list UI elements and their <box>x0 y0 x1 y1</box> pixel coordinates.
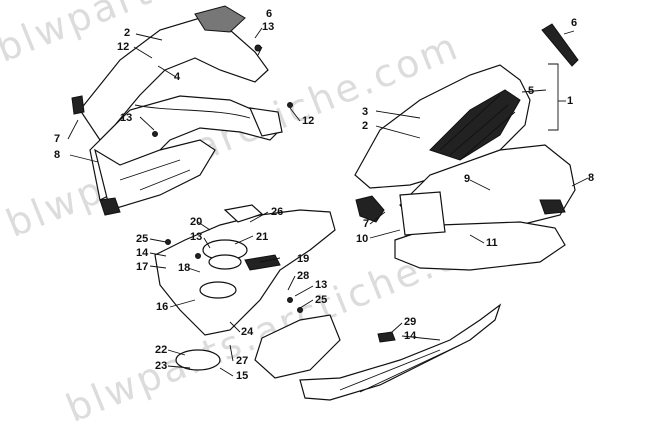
callout-14-left: 14 <box>136 247 149 259</box>
callout-6-left: 6 <box>266 8 273 20</box>
callout-13-mid: 13 <box>190 231 203 243</box>
callout-26: 26 <box>271 206 284 218</box>
leader-lines <box>67 27 589 377</box>
callout-24: 24 <box>241 326 254 338</box>
callout-2-right: 2 <box>362 120 369 132</box>
callout-12-top-left: 12 <box>117 41 130 53</box>
callout-4: 4 <box>174 71 181 83</box>
upper-left-hood-assembly <box>71 5 293 216</box>
callout-5: 5 <box>528 85 535 97</box>
parts-drawing <box>67 5 589 401</box>
callout-13-left: 13 <box>120 112 133 124</box>
callout-28: 28 <box>297 270 310 282</box>
upper-right-nose-assembly <box>354 23 579 271</box>
callout-13-top: 13 <box>262 21 275 33</box>
callout-9: 9 <box>464 173 471 185</box>
callout-18: 19 <box>297 253 310 265</box>
callout-8-right: 8 <box>588 172 595 184</box>
lower-left-belly-assembly <box>154 204 341 379</box>
callout-10: 10 <box>356 233 369 245</box>
callout-25-left: 25 <box>136 233 149 245</box>
callout-23: 15 <box>236 370 249 382</box>
callout-25-right: 25 <box>315 294 328 306</box>
callout-7-right: 7 <box>363 218 370 230</box>
callout-15: 16 <box>156 301 169 313</box>
callout-27: 27 <box>236 355 249 367</box>
callout-1: 1 <box>567 95 574 107</box>
callout-12-right: 12 <box>302 115 315 127</box>
callout-20: 21 <box>256 231 269 243</box>
callout-14-right: 14 <box>404 330 417 342</box>
callout-16: 17 <box>136 261 149 273</box>
callout-3: 3 <box>362 106 369 118</box>
parts-diagram: blwparts.arctiche.com blwparts.arctiche.… <box>0 0 595 431</box>
callout-17: 18 <box>178 262 191 274</box>
lower-right-rail-assembly <box>299 303 502 401</box>
callout-2-top-left: 2 <box>124 27 131 39</box>
callout-6-right: 6 <box>571 17 578 29</box>
callout-19: 20 <box>190 216 203 228</box>
callout-11: 11 <box>486 237 498 249</box>
callout-8-left: 8 <box>54 149 61 161</box>
callout-29: 29 <box>404 316 417 328</box>
callout-22: 23 <box>155 360 168 372</box>
callout-7-left: 7 <box>54 133 61 145</box>
callout-13-right: 13 <box>315 279 328 291</box>
callout-21: 22 <box>155 344 168 356</box>
